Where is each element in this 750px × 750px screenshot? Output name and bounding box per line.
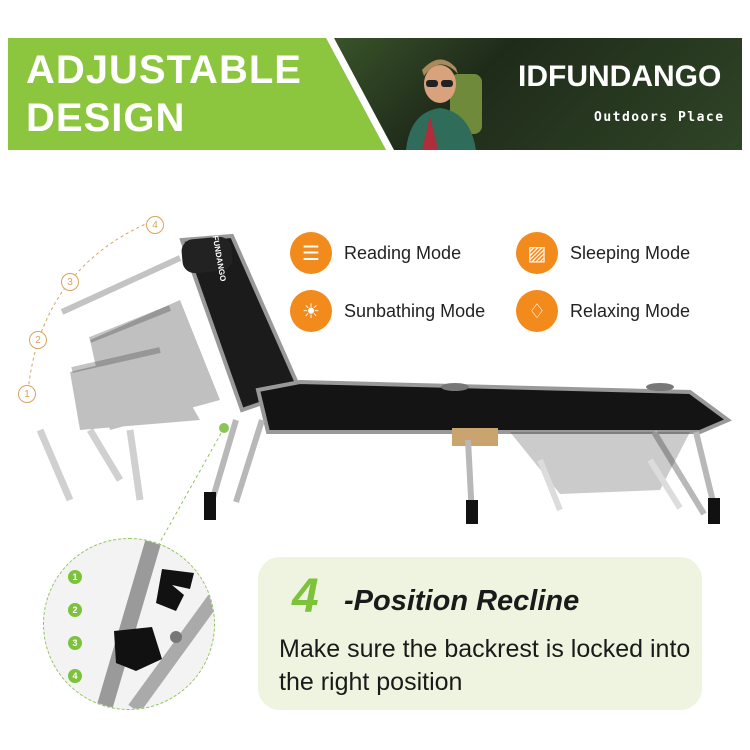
brand-tagline: Outdoors Place (594, 110, 725, 125)
sleeping-icon: ▨ (516, 232, 558, 274)
callout-body: Make sure the backrest is locked into th… (279, 635, 691, 696)
zoom-marker-3: 3 (68, 636, 82, 650)
mode-reading: ☰ Reading Mode (290, 232, 461, 274)
callout-title: -Position Recline (344, 585, 580, 617)
sunbathing-icon: ☀ (290, 290, 332, 332)
brand-logo: IDFUNDANGO (518, 60, 721, 94)
header-banner: ADJUSTABLE DESIGN IDFUNDANGO Outdoors Pl… (8, 38, 742, 150)
mode-sleeping: ▨ Sleeping Mode (516, 232, 690, 274)
banner-title: ADJUSTABLE DESIGN (26, 46, 302, 142)
recline-position-3: 3 (61, 273, 79, 291)
mode-label: Relaxing Mode (570, 300, 691, 321)
zoom-marker-2: 2 (68, 603, 82, 617)
recline-position-1: 1 (18, 385, 36, 403)
reading-icon: ☰ (290, 232, 332, 274)
brand-name: FUNDANGO (548, 60, 722, 93)
recline-position-2: 2 (29, 331, 47, 349)
mode-relaxing: ♢ Relaxing Mode (516, 290, 690, 332)
lock-detail-zoom: 1 2 3 4 (43, 538, 215, 710)
brand-logo-icon: ID (518, 60, 548, 93)
hiker-person-image (406, 59, 482, 150)
mode-label: Reading Mode (344, 242, 462, 263)
recline-callout-box: 4 -Position Recline Make sure the backre… (258, 557, 702, 710)
banner-title-line2: DESIGN (26, 96, 186, 140)
mode-label: Sunbathing Mode (344, 300, 486, 321)
zoom-marker-1: 1 (68, 570, 82, 584)
banner-green-panel (8, 38, 394, 150)
relaxing-icon: ♢ (516, 290, 558, 332)
banner-title-line1: ADJUSTABLE (26, 48, 302, 92)
mode-label: Sleeping Mode (570, 242, 691, 263)
zoom-marker-4: 4 (68, 669, 82, 683)
lock-mechanism-image (96, 539, 214, 709)
callout-number: 4 (292, 570, 319, 623)
mode-sunbathing: ☀ Sunbathing Mode (290, 290, 485, 332)
recline-position-4: 4 (146, 216, 164, 234)
